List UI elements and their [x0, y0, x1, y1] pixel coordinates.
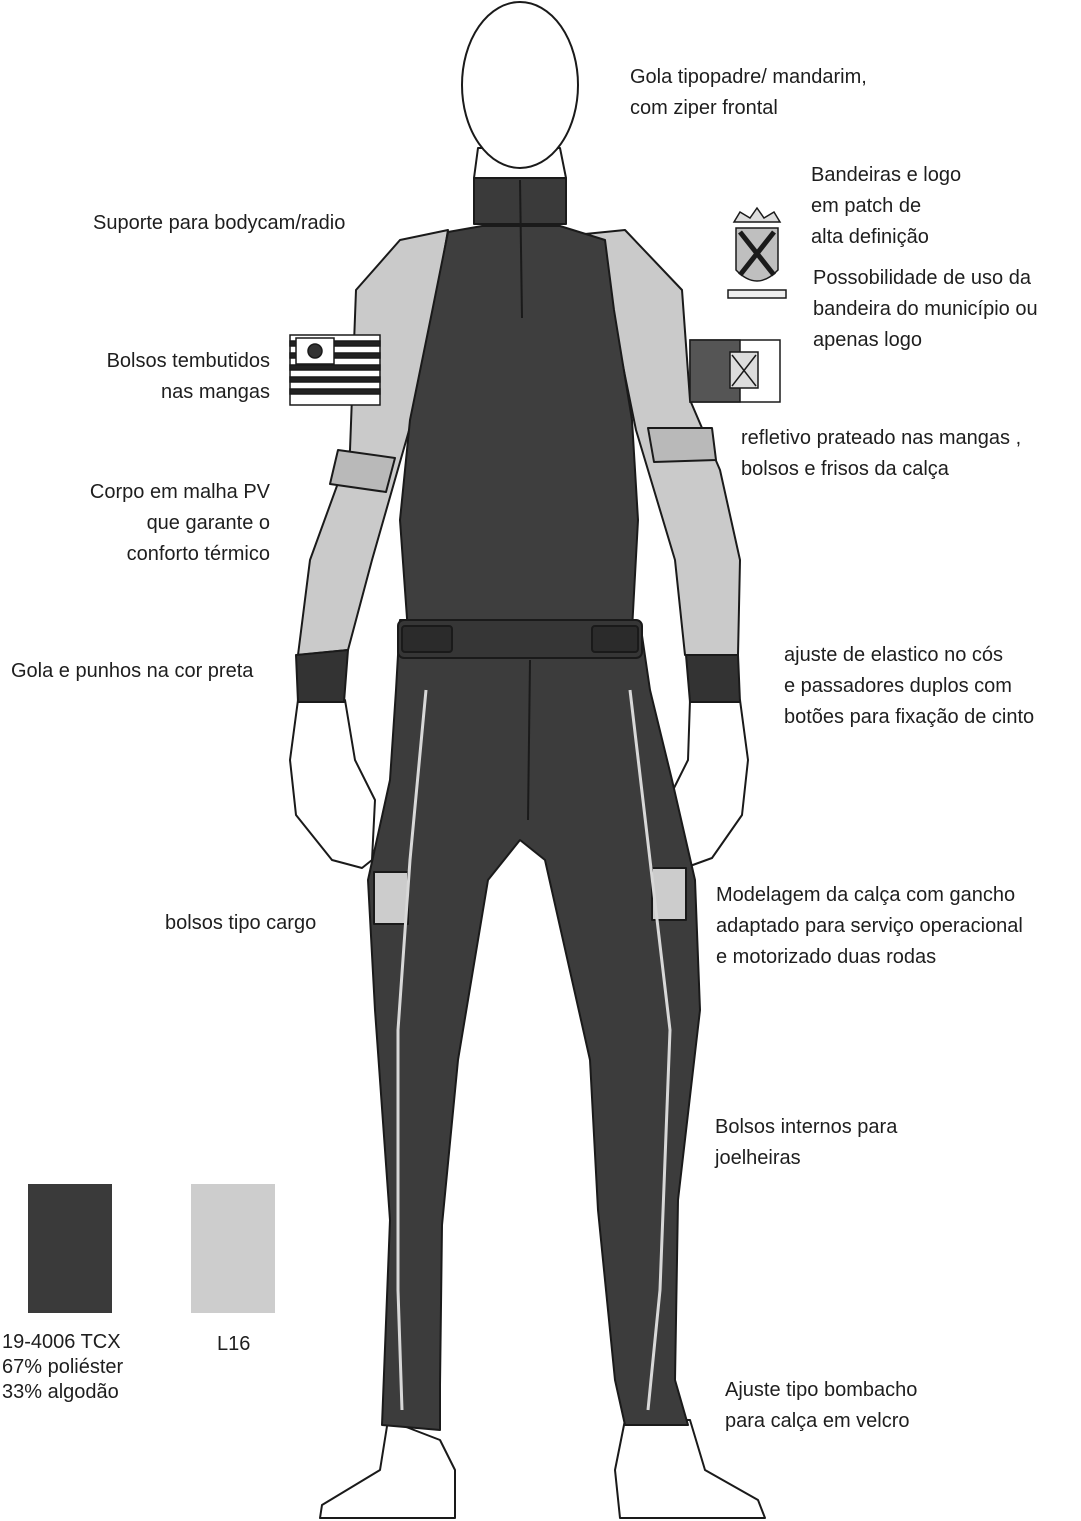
left-cuff — [296, 650, 348, 702]
belt-elastic-left — [402, 626, 452, 652]
right-sleeve-band — [648, 428, 716, 462]
label-bodycam: Suporte para bodycam/radio — [93, 208, 345, 239]
left-cargo-flap — [374, 872, 408, 924]
municipal-logo-emblem — [728, 208, 786, 298]
head — [462, 2, 578, 168]
trousers — [368, 620, 700, 1430]
left-shoe — [320, 1420, 455, 1518]
left-hand — [290, 700, 375, 868]
swatch-dark — [28, 1184, 112, 1313]
left-sleeve-band — [330, 450, 395, 492]
label-reflective: refletivo prateado nas mangas , bolsos e… — [741, 423, 1021, 485]
label-collar: Gola tipopadre/ mandarim,com ziper front… — [630, 62, 867, 124]
label-cargo: bolsos tipo cargo — [165, 908, 316, 939]
swatch-light — [191, 1184, 275, 1313]
right-cuff — [686, 655, 740, 702]
label-collar-cuffs: Gola e punhos na cor preta — [11, 656, 253, 687]
municipal-logo-patch — [690, 340, 780, 402]
belt-elastic-right — [592, 626, 638, 652]
swatch-light-caption: L16 — [217, 1332, 250, 1357]
state-flag-patch — [290, 335, 380, 405]
